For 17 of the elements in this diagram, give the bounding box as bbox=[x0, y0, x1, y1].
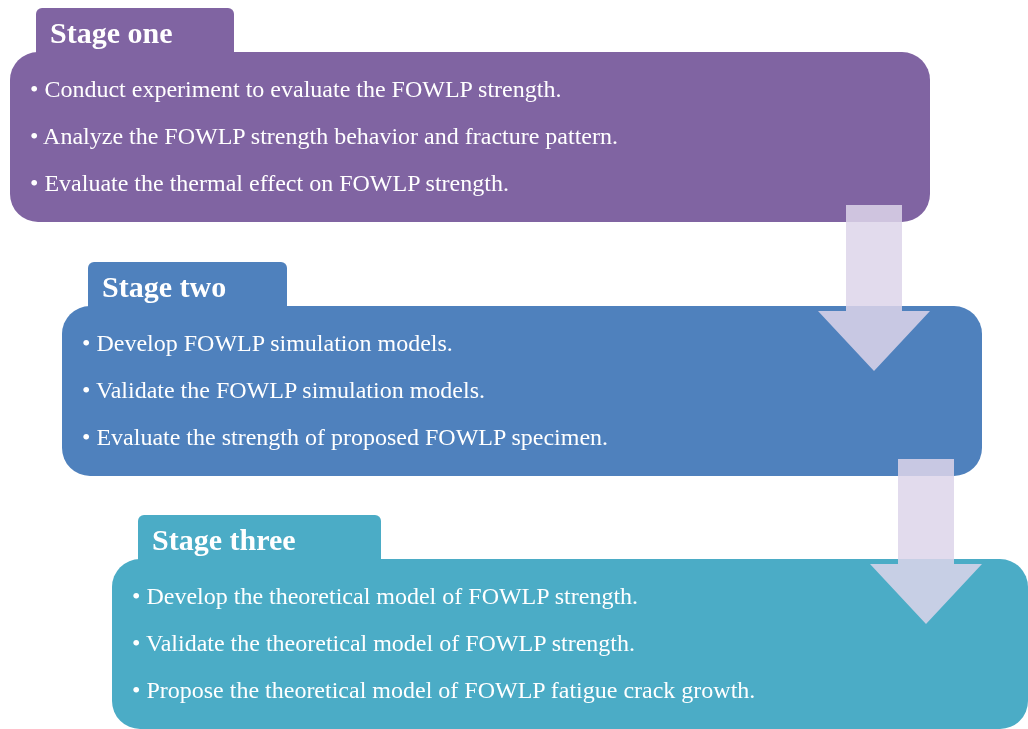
bullet-text: • Develop FOWLP simulation models. bbox=[82, 329, 454, 358]
block-arrow bbox=[818, 205, 930, 371]
bullet-text: • Conduct experiment to evaluate the FOWLP strength. bbox=[30, 75, 563, 104]
block-arrow bbox=[870, 459, 982, 624]
bullet-text: • Validate the FOWLP simulation models. bbox=[82, 376, 487, 405]
bullet-text: • Evaluate the thermal effect on FOWLP strength. bbox=[30, 169, 510, 198]
bullet-text: • Analyze the FOWLP strength behavior and fracture pattern. bbox=[30, 122, 618, 151]
stage-title: Stage one bbox=[50, 18, 173, 48]
bullet-text: • Validate the theoretical model of FOWLP strength. bbox=[132, 629, 636, 658]
stage-title: Stage three bbox=[152, 525, 296, 555]
stage-panel bbox=[112, 515, 1028, 729]
stage-panel bbox=[62, 262, 982, 476]
stage-title: Stage two bbox=[102, 272, 227, 302]
bullet-text: • Develop the theoretical model of FOWLP strength. bbox=[132, 582, 640, 611]
bullet-text: • Evaluate the strength of proposed FOWLP specimen. bbox=[82, 423, 609, 452]
bullet-text: • Propose the theoretical model of FOWLP fatigue crack growth. bbox=[132, 676, 756, 705]
stage-panel bbox=[10, 8, 930, 222]
